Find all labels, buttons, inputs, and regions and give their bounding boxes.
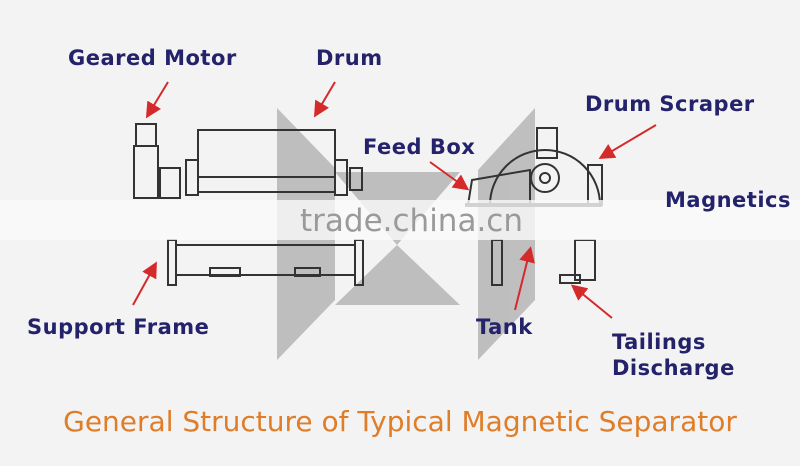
diagram-title: General Structure of Typical Magnetic Se… xyxy=(63,405,737,438)
label-geared-motor: Geared Motor xyxy=(68,46,237,70)
label-drum-scraper: Drum Scraper xyxy=(585,92,755,116)
watermark-text: trade.china.cn xyxy=(300,203,523,239)
label-magnetics: Magnetics xyxy=(665,188,791,212)
label-discharge: Discharge xyxy=(612,356,735,380)
watermark-band xyxy=(0,200,800,240)
label-feed-box: Feed Box xyxy=(363,135,476,159)
label-drum: Drum xyxy=(316,46,383,70)
side-view-machine xyxy=(133,123,364,286)
label-tailings: Tailings xyxy=(612,330,706,354)
pointer-arrows xyxy=(132,81,657,319)
label-tank: Tank xyxy=(476,315,533,339)
label-support-frame: Support Frame xyxy=(27,315,210,339)
